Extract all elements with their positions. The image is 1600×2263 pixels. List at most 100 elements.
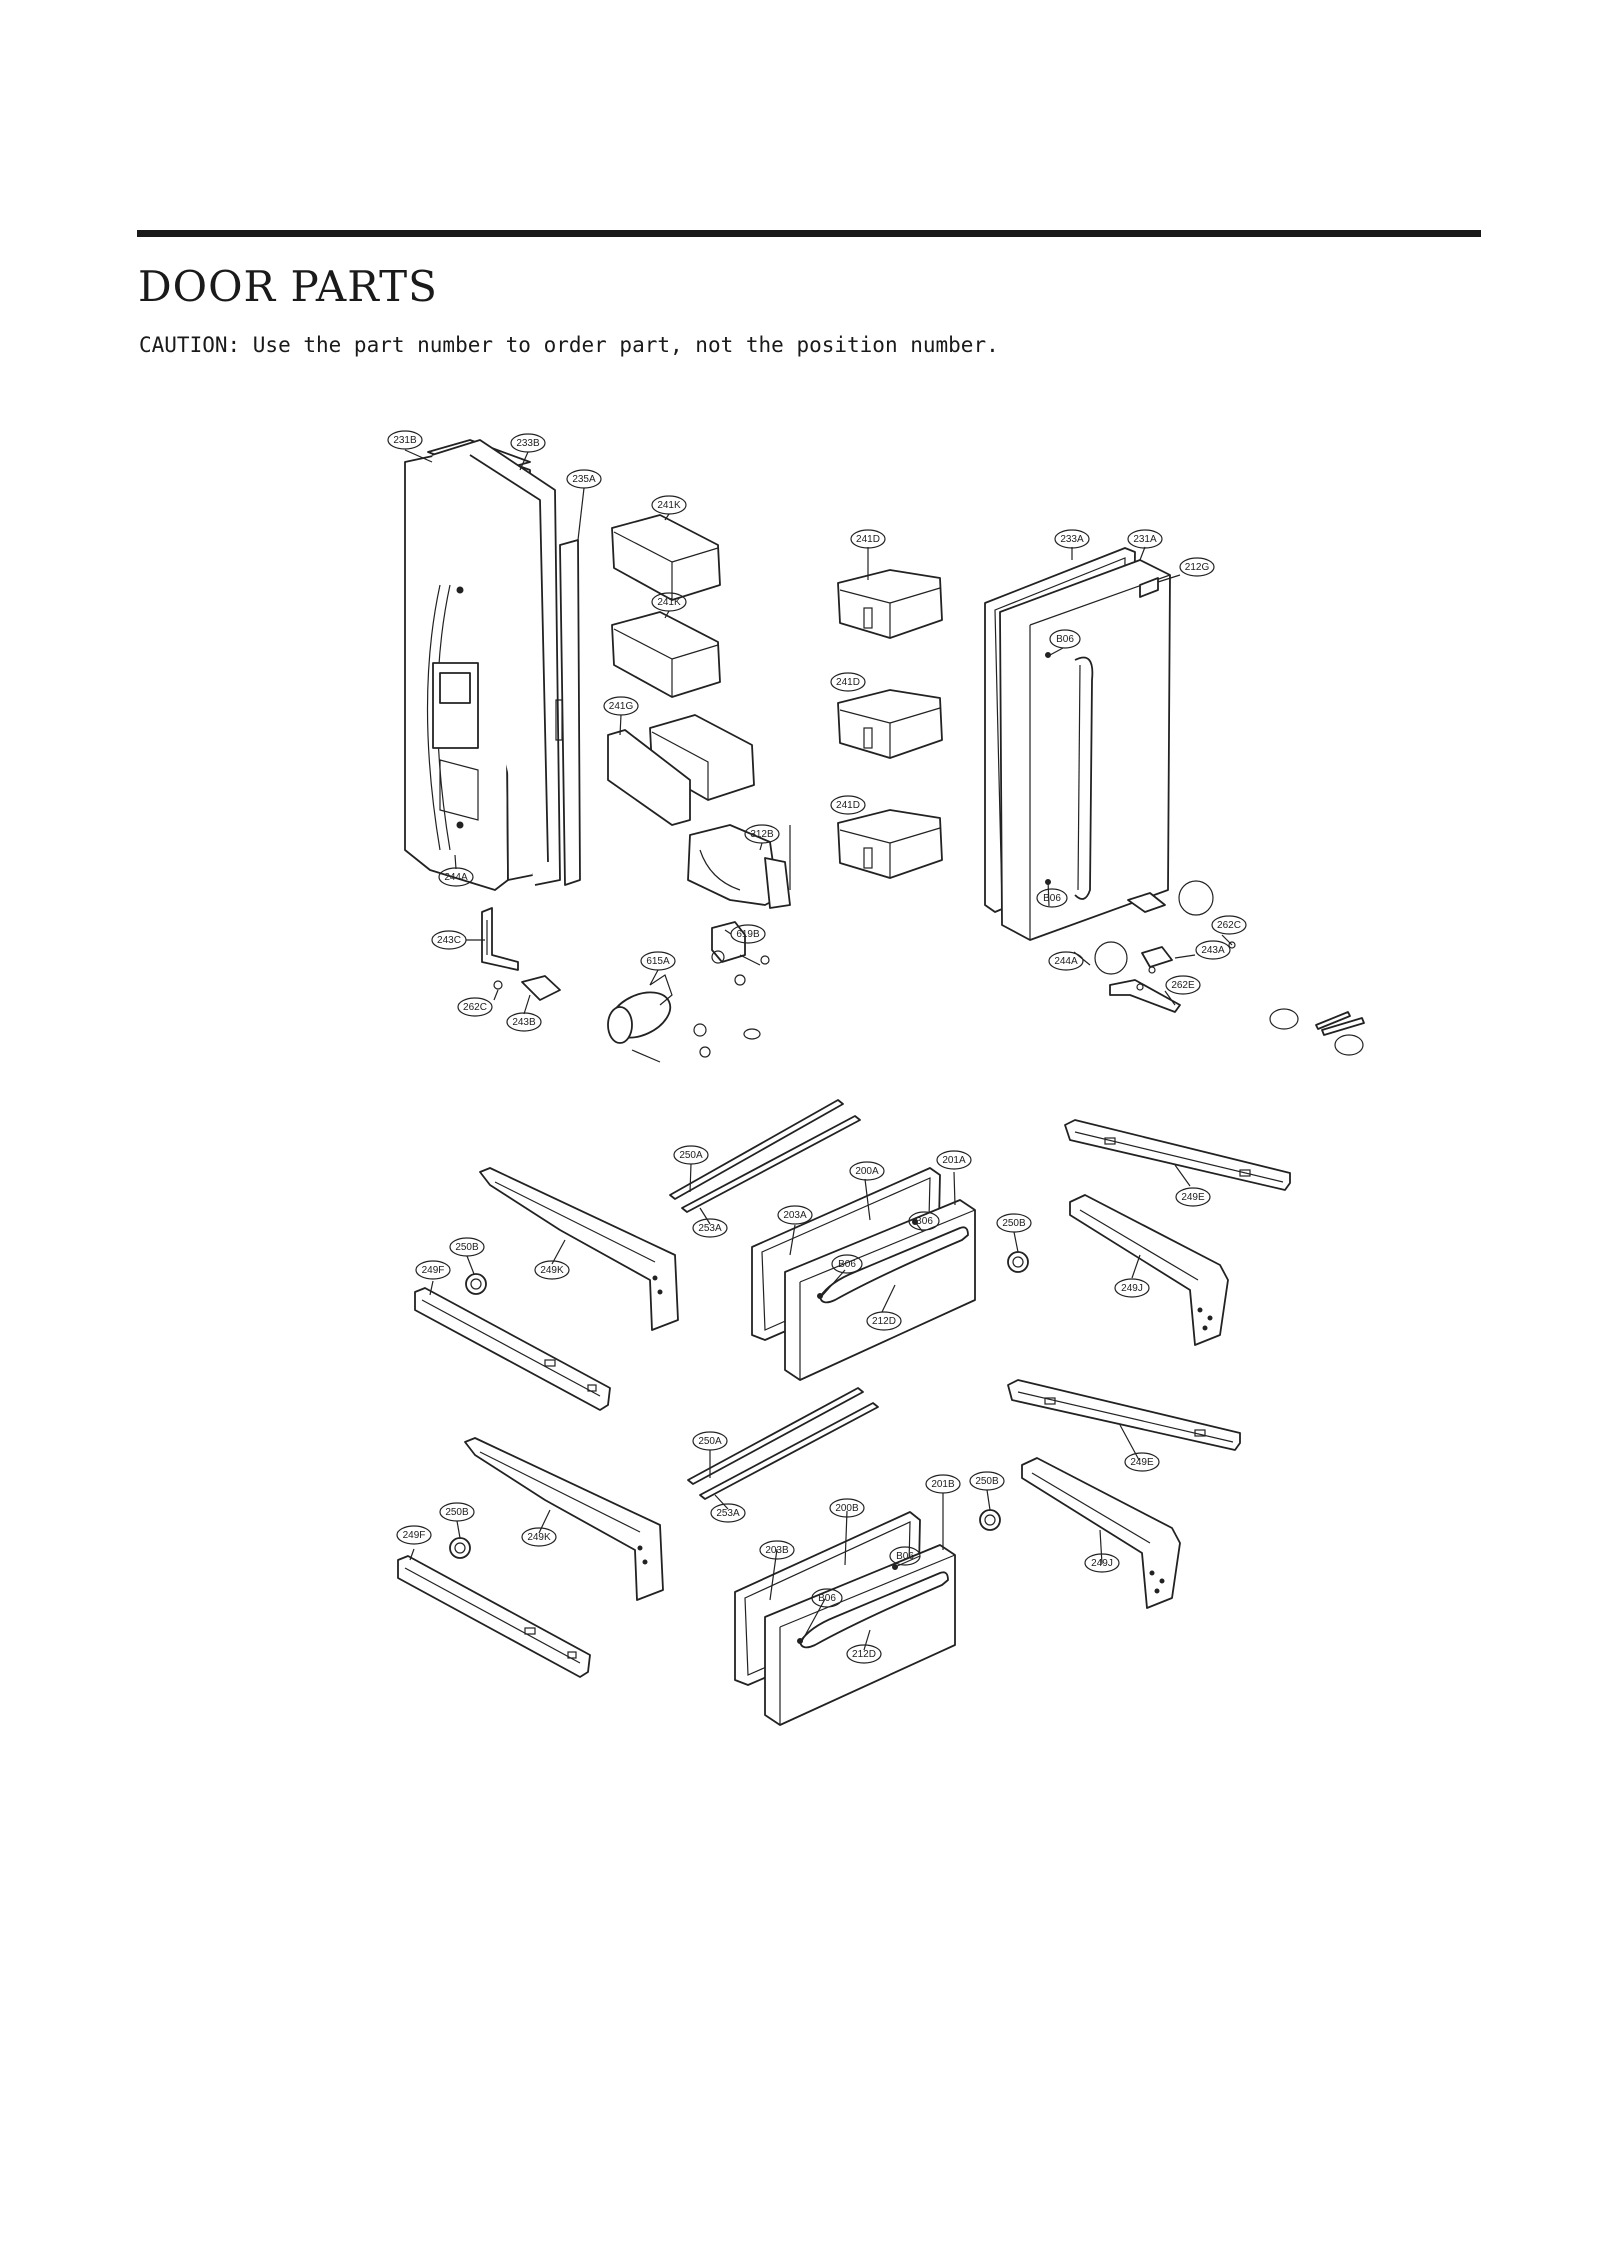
drawer-bracket-249j-lower — [1021, 1457, 1181, 1609]
callout-250a-lower: 250A — [692, 1431, 728, 1451]
gear-250b-upper-left — [465, 1273, 487, 1295]
rail-250a-upper — [669, 1099, 861, 1213]
callout-label: 249E — [1130, 1457, 1154, 1468]
callout-label: B06 — [915, 1216, 933, 1227]
callout-244a-right: 244A — [1048, 951, 1084, 971]
callout-label: 250B — [455, 1242, 479, 1253]
callout-262c-right: 262C — [1211, 915, 1247, 935]
callout-label: 231B — [393, 435, 417, 446]
callout-241k-2: 241K — [651, 592, 687, 612]
gear-250b-lower-right — [979, 1509, 1001, 1531]
callout-label: 201A — [942, 1155, 966, 1166]
callouts: 231B 233B 235A 241K 241K 241G 312B 244A … — [387, 430, 1247, 1664]
callout-label: 233A — [1060, 534, 1084, 545]
callout-label: 615A — [646, 956, 670, 967]
callout-label: 250B — [975, 1476, 999, 1487]
callout-label: 200A — [855, 1166, 879, 1177]
callout-241d-1: 241D — [850, 529, 886, 549]
callout-label: 250B — [445, 1507, 469, 1518]
callout-label: 231A — [1133, 534, 1157, 545]
callout-233b: 233B — [510, 433, 546, 453]
callout-243b: 243B — [506, 1012, 542, 1032]
callout-label: 312B — [750, 829, 774, 840]
door-bin-241d-2 — [837, 689, 943, 759]
callout-235a: 235A — [566, 469, 602, 489]
callout-label: 241D — [856, 534, 880, 545]
callout-243a: 243A — [1195, 940, 1231, 960]
callout-312b: 312B — [744, 824, 780, 844]
door-bin-241k-top — [611, 514, 721, 601]
callout-label: 241K — [657, 500, 681, 511]
callout-200a: 200A — [849, 1161, 885, 1181]
callout-250b-lower-left: 250B — [439, 1502, 475, 1522]
leader-lines — [404, 449, 1233, 1651]
motor-615a — [607, 974, 761, 1063]
left-door-gasket-233b — [431, 439, 561, 886]
callout-262e: 262E — [1165, 975, 1201, 995]
callout-212d-lower: 212D — [846, 1644, 882, 1664]
callout-label: 262C — [463, 1002, 487, 1013]
door-bin-241g — [607, 714, 755, 826]
slide-rail-249f-lower — [397, 1555, 591, 1678]
callout-619b: 619B — [730, 924, 766, 944]
callout-615a: 615A — [640, 951, 676, 971]
callout-b06-upper-1: B06 — [908, 1211, 940, 1231]
drawer-bracket-249k-lower — [464, 1437, 664, 1601]
callout-label: 249F — [422, 1265, 445, 1276]
rail-250a-lower — [687, 1387, 879, 1500]
callout-249e-upper: 249E — [1175, 1187, 1211, 1207]
callout-label: 233B — [516, 438, 540, 449]
callout-label: 250A — [679, 1150, 703, 1161]
callout-231a: 231A — [1127, 529, 1163, 549]
callout-label: 201B — [931, 1479, 955, 1490]
callout-249k-lower: 249K — [521, 1527, 557, 1547]
callout-249f-upper: 249F — [415, 1260, 451, 1280]
callout-label: 250B — [1002, 1218, 1026, 1229]
callout-label: 212G — [1185, 562, 1210, 573]
callout-233a: 233A — [1054, 529, 1090, 549]
right-door-231a — [999, 559, 1171, 941]
callout-243c: 243C — [431, 930, 467, 950]
callout-249j-lower: 249J — [1084, 1553, 1120, 1573]
callout-253a-lower: 253A — [710, 1503, 746, 1523]
header-rule — [137, 230, 1481, 237]
callout-label: 203B — [765, 1545, 789, 1556]
callout-201b: 201B — [925, 1474, 961, 1494]
door-bin-241d-1 — [837, 569, 943, 639]
door-bin-241d-3 — [837, 809, 943, 879]
callout-label: B06 — [896, 1551, 914, 1562]
right-hinge-parts — [1094, 880, 1365, 1056]
callout-label: 249K — [540, 1265, 564, 1276]
callout-label: 235A — [572, 474, 596, 485]
callout-label: 249K — [527, 1532, 551, 1543]
callout-label: B06 — [1056, 634, 1074, 645]
callout-label: 212D — [872, 1316, 896, 1327]
drawer-bracket-249j-upper — [1069, 1194, 1229, 1346]
callout-241g: 241G — [603, 696, 639, 716]
callout-b06-lower-2: B06 — [811, 1588, 843, 1608]
callout-262c-left: 262C — [457, 997, 493, 1017]
callout-212d-upper: 212D — [866, 1311, 902, 1331]
callout-249f-lower: 249F — [396, 1525, 432, 1545]
caution-note: CAUTION: Use the part number to order pa… — [139, 333, 999, 357]
callout-label: 244A — [1054, 956, 1078, 967]
left-hinge-243b — [493, 975, 561, 1001]
callout-label: 250A — [698, 1436, 722, 1447]
drawer-front-201b — [764, 1544, 956, 1726]
page-title: DOOR PARTS — [138, 262, 438, 311]
callout-label: 249E — [1181, 1192, 1205, 1203]
callout-b06-right-top: B06 — [1049, 629, 1081, 649]
callout-label: 262E — [1171, 980, 1195, 991]
callout-249j-upper: 249J — [1114, 1278, 1150, 1298]
callout-249k-upper: 249K — [534, 1260, 570, 1280]
callout-label: 244A — [444, 872, 468, 883]
callout-244a-left: 244A — [438, 867, 474, 887]
callout-label: 200B — [835, 1503, 859, 1514]
callout-label: 253A — [698, 1223, 722, 1234]
door-bin-241k-bottom — [611, 611, 721, 698]
callout-241k-1: 241K — [651, 495, 687, 515]
callout-label: 253A — [716, 1508, 740, 1519]
callout-250b-lower-right: 250B — [969, 1471, 1005, 1491]
callout-label: 241D — [836, 677, 860, 688]
